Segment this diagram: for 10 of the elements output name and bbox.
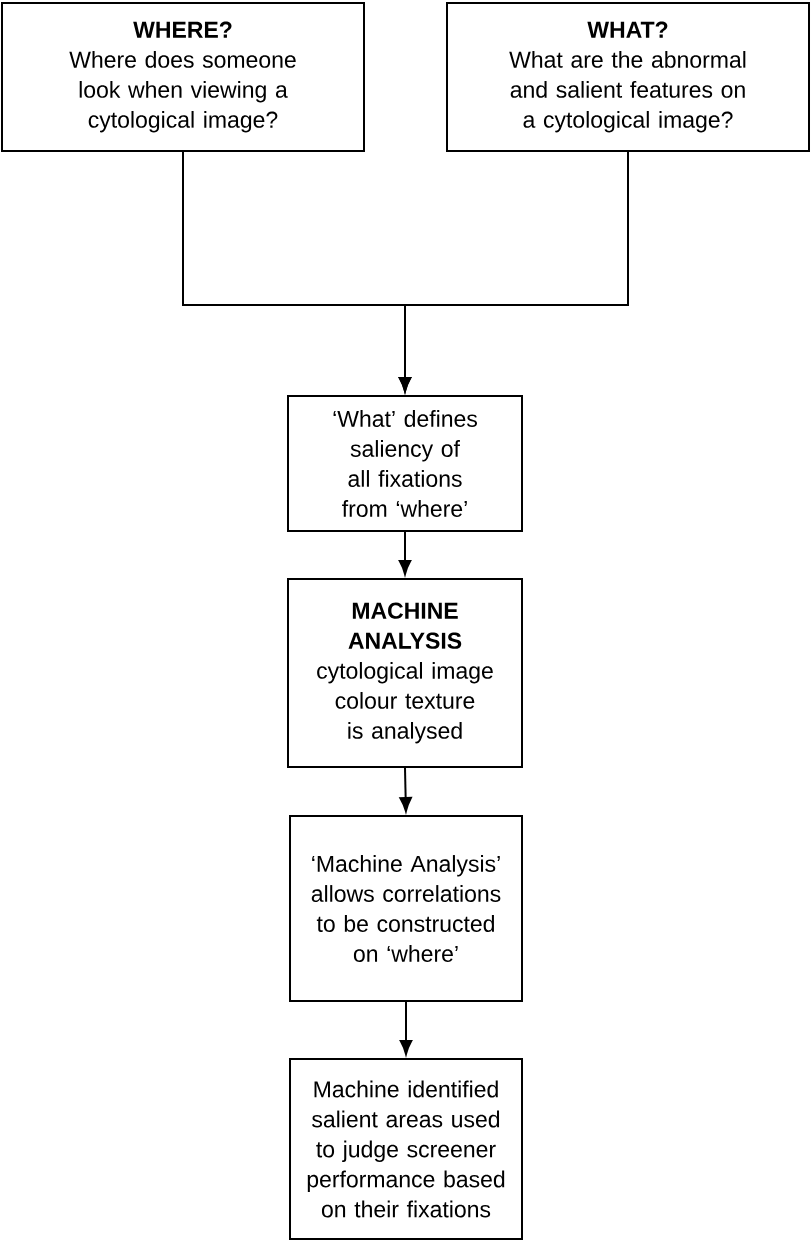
process-box: ‘Machine Analysis’ allows correlations to be constructed on ‘where’ — [289, 815, 523, 1002]
process-box: WHERE? Where does someone look when viewing a cytological image? — [1, 2, 365, 152]
process-box: MACHINE ANALYSIS cytological image colour texture is analysed — [287, 578, 523, 768]
process-box: WHAT? What are the abnormal and salient features on a cytological image? — [446, 2, 810, 152]
arrow — [399, 767, 412, 813]
arrow — [398, 531, 412, 576]
process-box: Machine identified salient areas used to judge screener performance based on their fixations — [289, 1058, 523, 1240]
arrow — [398, 151, 629, 392]
arrow — [399, 1001, 413, 1056]
process-box: ‘What’ defines saliency of all fixations from ‘where’ — [287, 395, 523, 532]
